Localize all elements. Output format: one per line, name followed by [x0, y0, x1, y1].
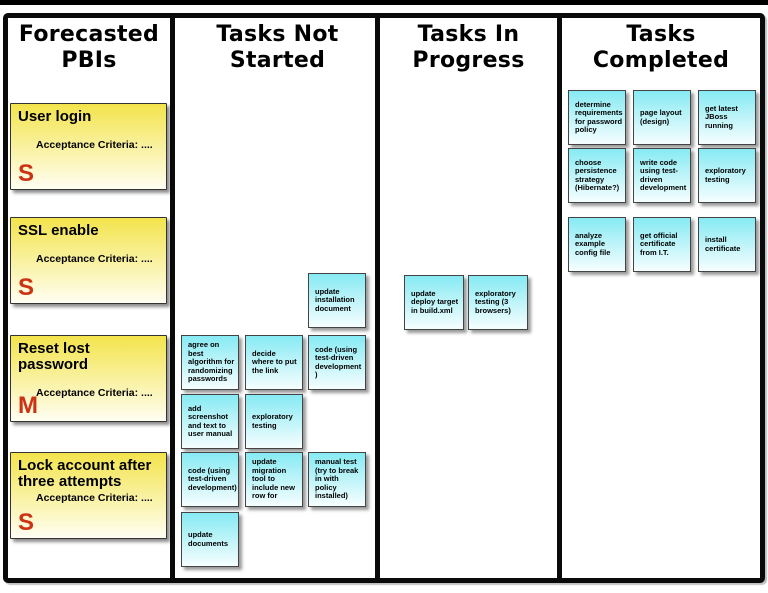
pbi-acceptance-criteria: Acceptance Criteria: .... [36, 139, 153, 151]
task-note-text: exploratory testing [705, 166, 746, 184]
top-border-bar [0, 0, 768, 5]
task-note[interactable]: get official certificate from I.T. [633, 217, 691, 272]
task-note-text: add screenshot and text to user manual [188, 403, 233, 438]
task-note[interactable]: determine requirements for password poli… [568, 90, 626, 145]
task-note[interactable]: decide where to put the link [245, 335, 303, 390]
task-note-text: exploratory testing (3 browsers) [475, 288, 516, 315]
pbi-size-estimate: S [18, 160, 35, 187]
pbi-size-estimate: S [18, 274, 35, 301]
task-note-text: update documents [188, 530, 229, 548]
task-note-text: determine requirements for password poli… [575, 99, 623, 134]
pbi-size-estimate: S [18, 509, 35, 536]
pbi-acceptance-criteria: Acceptance Criteria: .... [36, 492, 153, 504]
task-note-text: page layout (design) [640, 108, 682, 126]
task-note[interactable]: add screenshot and text to user manual [181, 394, 239, 449]
pbi-title: Reset lost password [18, 340, 90, 373]
task-note-text: install certificate [705, 235, 741, 253]
task-note[interactable]: update documents [181, 512, 239, 567]
task-note[interactable]: code (using test-driven development) [181, 452, 239, 507]
pbi-acceptance-criteria: Acceptance Criteria: .... [36, 387, 153, 399]
task-note-text: get latest JBoss running [705, 103, 738, 130]
pbi-title: SSL enable [18, 222, 99, 239]
pbi-title: User login [18, 108, 92, 125]
task-note[interactable]: update deploy target in build.xml [404, 275, 464, 330]
task-note[interactable]: exploratory testing [245, 394, 303, 449]
column-header-tasks-in-progress: Tasks In Progress [412, 22, 525, 73]
task-note-text: write code using test-driven development [640, 157, 687, 192]
pbi-card-ssl-enable[interactable]: SSL enable Acceptance Criteria: .... S [10, 217, 167, 304]
task-note[interactable]: get latest JBoss running [698, 90, 756, 145]
task-note-text: update installation document [315, 286, 355, 313]
column-header-tasks-not-started: Tasks Not Started [216, 22, 339, 73]
task-note[interactable]: page layout (design) [633, 90, 691, 145]
task-note-text: analyze example config file [575, 230, 611, 257]
task-note[interactable]: analyze example config file [568, 217, 626, 272]
task-note-text: decide where to put the link [252, 348, 297, 375]
task-note[interactable]: manual test (try to break in with policy… [308, 452, 366, 507]
pbi-title: Lock account after three attempts [18, 457, 152, 490]
task-note-text: choose persistence strategy (Hibernate?) [575, 157, 620, 192]
column-divider-3 [557, 13, 562, 583]
column-header-forecasted-pbis: Forecasted PBIs [18, 22, 160, 73]
task-note-text: agree on best algorithm for randomizing … [188, 340, 235, 384]
task-note[interactable]: exploratory testing (3 browsers) [468, 275, 528, 330]
column-divider-1 [170, 13, 175, 583]
task-note[interactable]: code (using test-driven development ) [308, 335, 366, 390]
task-note-text: get official certificate from I.T. [640, 230, 678, 257]
pbi-card-user-login[interactable]: User login Acceptance Criteria: .... S [10, 103, 167, 190]
task-note[interactable]: write code using test-driven development [633, 148, 691, 203]
pbi-card-reset-lost-password[interactable]: Reset lost password Acceptance Criteria:… [10, 335, 167, 422]
task-note-text: exploratory testing [252, 412, 293, 430]
task-note[interactable]: update migration tool to include new row… [245, 452, 303, 507]
task-note-text: code (using test-driven development ) [315, 344, 362, 379]
column-divider-2 [375, 13, 380, 583]
pbi-acceptance-criteria: Acceptance Criteria: .... [36, 253, 153, 265]
task-note-text: code (using test-driven development) [188, 465, 237, 492]
task-note-text: update migration tool to include new row… [252, 457, 295, 501]
pbi-card-lock-account[interactable]: Lock account after three attempts Accept… [10, 452, 167, 539]
pbi-size-estimate: M [18, 392, 38, 419]
task-note[interactable]: install certificate [698, 217, 756, 272]
task-note[interactable]: agree on best algorithm for randomizing … [181, 335, 239, 390]
task-note-text: update deploy target in build.xml [411, 288, 459, 315]
task-note[interactable]: choose persistence strategy (Hibernate?) [568, 148, 626, 203]
task-note[interactable]: update installation document [308, 273, 366, 328]
task-note-text: manual test (try to break in with policy… [315, 457, 359, 501]
task-note[interactable]: exploratory testing [698, 148, 756, 203]
column-header-tasks-completed: Tasks Completed [592, 22, 730, 73]
